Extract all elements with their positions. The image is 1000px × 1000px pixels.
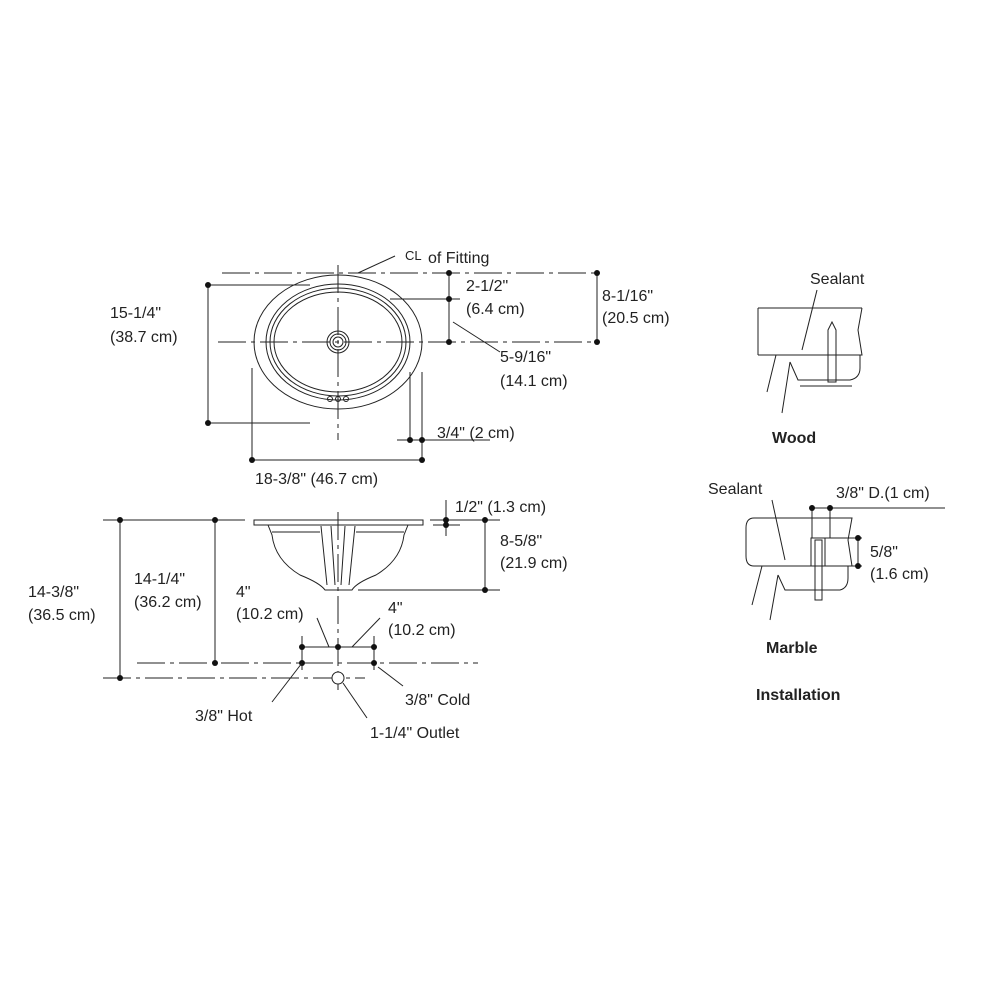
label-hot: 3/8" Hot bbox=[195, 708, 253, 725]
wood-label: Wood bbox=[772, 430, 816, 447]
dim-hole-diameter: 3/8" D.(1 cm) bbox=[836, 485, 930, 502]
label-outlet: 1-1/4" Outlet bbox=[370, 725, 460, 742]
dim-length: 18-3/8" (46.7 cm) bbox=[255, 471, 378, 488]
dim-depth-cm: (20.5 cm) bbox=[602, 310, 670, 327]
dim-bowl-depth-in: 8-5/8" bbox=[500, 533, 542, 550]
dim-rim-thickness: 1/2" (1.3 cm) bbox=[455, 499, 546, 516]
dim-hole-depth-cm: (1.6 cm) bbox=[870, 566, 929, 583]
wood-screw-icon bbox=[827, 320, 837, 383]
dim-width-cm: (38.7 cm) bbox=[110, 329, 178, 346]
side-view: 14-3/8" (36.5 cm) 14-1/4" (36.2 cm) 4" (… bbox=[28, 499, 568, 742]
dim-drain-offset-cm: (14.1 cm) bbox=[500, 373, 568, 390]
dim-supply-in: 14-1/4" bbox=[134, 571, 185, 588]
cold-supply-icon bbox=[371, 660, 377, 666]
dim-hole-depth-in: 5/8" bbox=[870, 544, 898, 561]
marble-anchor-icon bbox=[814, 539, 823, 601]
marble-label: Marble bbox=[766, 640, 818, 657]
dim-overall-in: 14-3/8" bbox=[28, 584, 79, 601]
centerline-label: of Fitting bbox=[428, 250, 489, 267]
dim-right-spacing-cm: (10.2 cm) bbox=[388, 622, 456, 639]
centerline-symbol: CL bbox=[405, 248, 422, 263]
dim-left-spacing-cm: (10.2 cm) bbox=[236, 606, 304, 623]
top-view: CL of Fitting 15-1/4" (38.7 cm) 2-1/2" (… bbox=[110, 248, 670, 488]
dim-width-in: 15-1/4" bbox=[110, 305, 161, 322]
dim-rim: 3/4" (2 cm) bbox=[437, 425, 515, 442]
wood-counter bbox=[757, 307, 863, 356]
marble-counter bbox=[745, 517, 853, 567]
marble-detail: Sealant 3/8" D.(1 cm) 5/8" (1.6 cm) Marb… bbox=[708, 481, 945, 704]
installation-title: Installation bbox=[756, 687, 840, 704]
wood-sealant-label: Sealant bbox=[810, 271, 865, 288]
overflow-icon bbox=[327, 396, 333, 402]
dim-bowl-depth-cm: (21.9 cm) bbox=[500, 555, 568, 572]
dim-supply-cm: (36.2 cm) bbox=[134, 594, 202, 611]
drill-hole bbox=[810, 537, 826, 567]
dim-overall-cm: (36.5 cm) bbox=[28, 607, 96, 624]
wood-detail: Sealant Wood bbox=[757, 271, 865, 447]
dim-left-spacing-in: 4" bbox=[236, 584, 251, 601]
dim-depth-in: 8-1/16" bbox=[602, 288, 653, 305]
dim-right-spacing-in: 4" bbox=[388, 600, 403, 617]
label-cold: 3/8" Cold bbox=[405, 692, 470, 709]
marble-sealant-label: Sealant bbox=[708, 481, 763, 498]
dim-front-offset-in: 2-1/2" bbox=[466, 278, 508, 295]
outlet-icon bbox=[331, 671, 345, 685]
dim-drain-offset-in: 5-9/16" bbox=[500, 349, 551, 366]
dim-front-offset-cm: (6.4 cm) bbox=[466, 301, 525, 318]
